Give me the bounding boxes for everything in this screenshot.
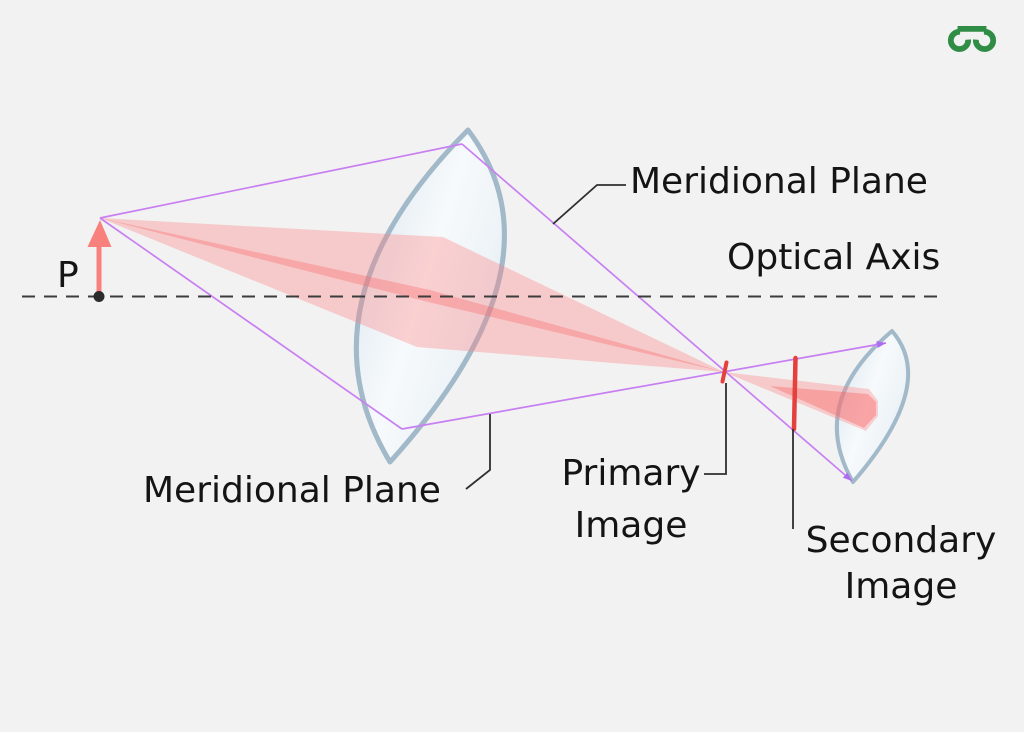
plane-arrowhead-lower (842, 472, 852, 481)
object-arrow-head (87, 220, 112, 247)
point-label: P (57, 255, 79, 296)
meridional-plane-label-bottom: Meridional Plane (143, 470, 441, 511)
secondary-image-label: Secondary Image (788, 518, 1014, 610)
meridional-plane-outline (99, 143, 887, 482)
secondary-image-label-line1: Secondary (805, 520, 997, 561)
meridional-plane-label-top: Meridional Plane (630, 161, 928, 202)
optical-axis-label: Optical Axis (727, 237, 941, 278)
label-leader-lines (465, 184, 794, 529)
primary-image-label-line2: Image (574, 505, 688, 546)
plane-arrowhead-upper (876, 341, 886, 348)
secondary-image-label-line2: Image (844, 566, 958, 607)
primary-image-label: Primary Image (536, 448, 726, 552)
meridional-ray-fan (100, 218, 724, 372)
post-focus-ray-fan (724, 372, 878, 431)
leader-primary-image (704, 383, 727, 475)
object-point-dot (93, 291, 105, 302)
secondary-lens (834, 329, 911, 484)
geeksforgeeks-logo-icon (947, 25, 997, 52)
secondary-image-mark (791, 355, 798, 432)
primary-image-label-line1: Primary (561, 453, 701, 494)
leader-meridional-top (552, 184, 626, 225)
primary-image-mark (720, 360, 729, 384)
leader-meridional-bottom (465, 414, 491, 490)
chief-ray-stripe (100, 218, 724, 372)
